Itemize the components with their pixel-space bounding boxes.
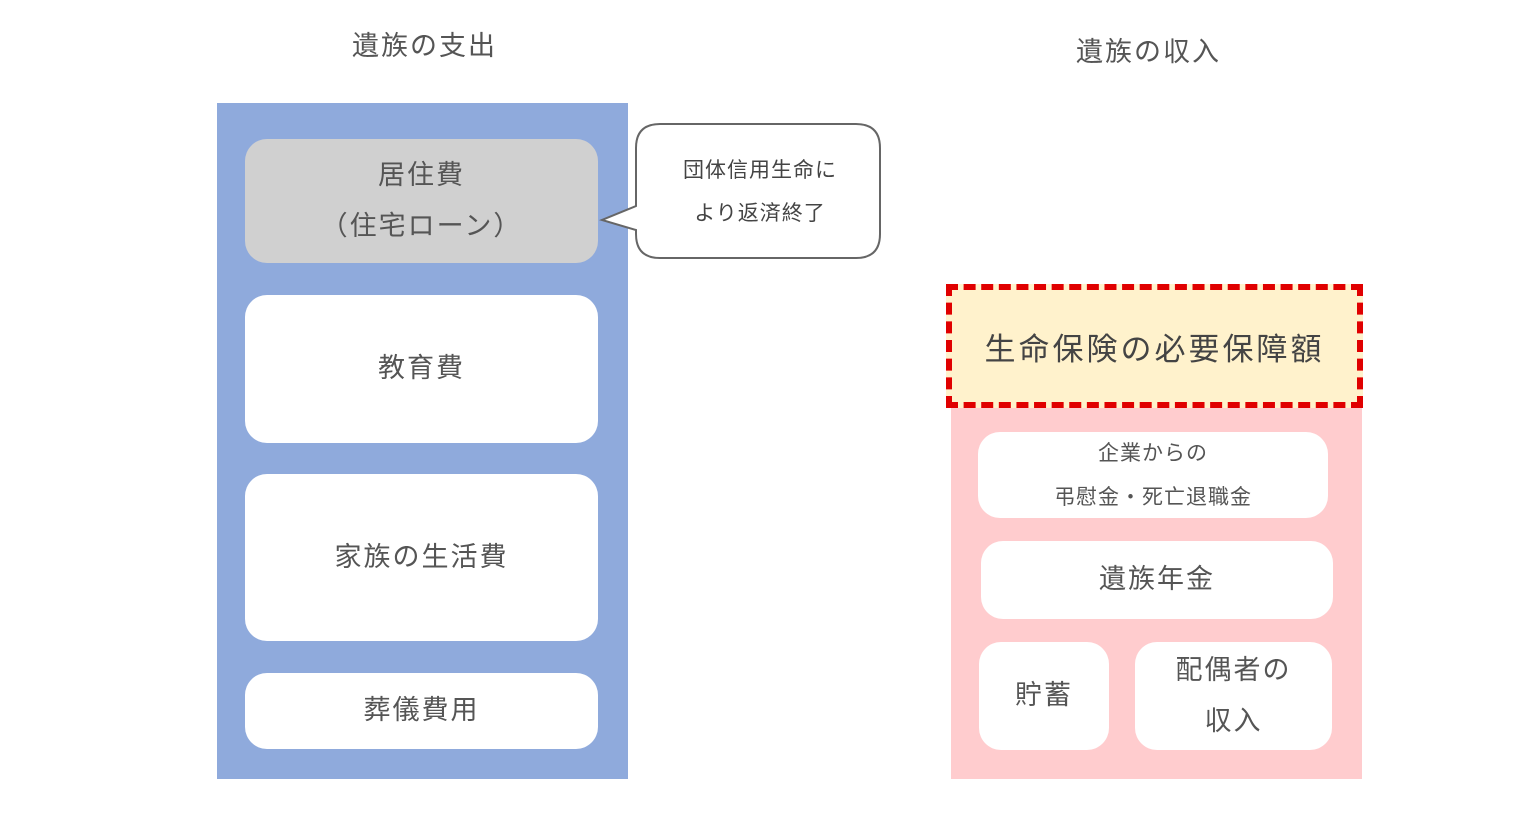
speech-bubble (598, 123, 881, 259)
education-cost-label: 教育費 (378, 353, 465, 385)
required-coverage-label: 生命保険の必要保障額 (984, 331, 1325, 368)
education-cost-box: 教育費 (245, 295, 598, 443)
company-payment-line-2: 弔慰金・死亡退職金 (1054, 485, 1252, 509)
callout-line-1: 団体信用生命に (683, 157, 837, 182)
required-coverage-box: 生命保険の必要保障額 (946, 284, 1363, 408)
housing-cost-label: 居住費 (378, 159, 465, 191)
funeral-cost-box: 葬儀費用 (245, 673, 598, 749)
spouse-income-line-2: 収入 (1204, 706, 1263, 737)
housing-cost-box: 居住費 （住宅ローン） (245, 139, 598, 263)
spouse-income-line-1: 配偶者の (1175, 654, 1292, 686)
company-payment-line-1: 企業からの (1098, 440, 1208, 465)
survivor-pension-box: 遺族年金 (981, 541, 1333, 619)
company-payment-box: 企業からの 弔慰金・死亡退職金 (978, 432, 1328, 518)
living-cost-label: 家族の生活費 (334, 541, 509, 573)
savings-label: 貯蓄 (1015, 680, 1073, 712)
spouse-income-box: 配偶者の 収入 (1135, 642, 1332, 750)
callout-line-2: より返済終了 (694, 201, 826, 225)
funeral-cost-label: 葬儀費用 (363, 695, 480, 727)
income-title: 遺族の収入 (1076, 37, 1221, 68)
expense-title: 遺族の支出 (352, 31, 497, 62)
living-cost-box: 家族の生活費 (245, 474, 598, 641)
callout-text: 団体信用生命に より返済終了 (640, 126, 880, 258)
survivor-pension-label: 遺族年金 (1099, 564, 1215, 596)
housing-loan-label: （住宅ローン） (320, 211, 523, 242)
savings-box: 貯蓄 (979, 642, 1109, 750)
